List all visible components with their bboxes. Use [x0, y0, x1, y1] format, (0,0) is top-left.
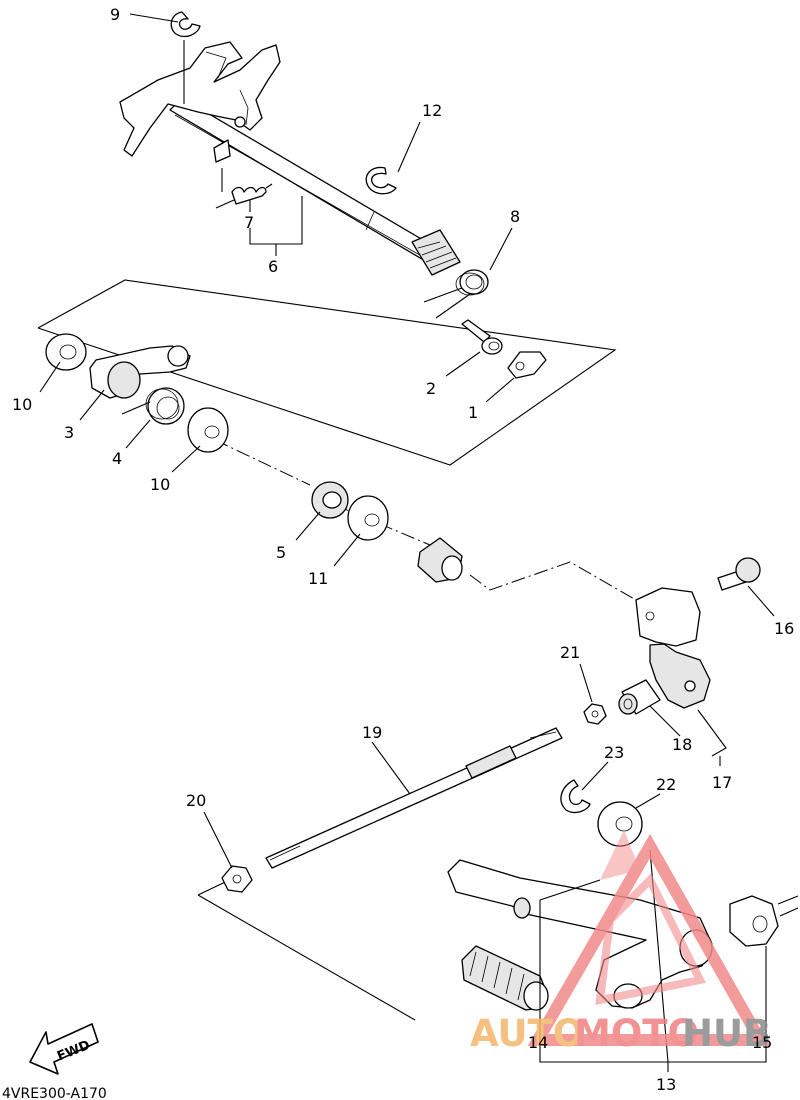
callout-21: 21 — [560, 643, 580, 662]
callout-7: 7 — [244, 213, 254, 232]
callout-18: 18 — [672, 735, 692, 754]
callout-1: 1 — [468, 403, 478, 422]
shift-arm — [119, 41, 281, 163]
rubber-pedal-14 — [461, 945, 549, 1011]
callout-20: 20 — [186, 791, 206, 810]
circlip-9 — [170, 11, 201, 38]
stopper-lever-3 — [89, 345, 191, 399]
shift-rod-19 — [265, 727, 563, 869]
callout-11: 11 — [308, 569, 328, 588]
shift-shaft — [169, 97, 461, 276]
circlip-12 — [365, 166, 397, 195]
watermark-moto: MOTO — [574, 1012, 699, 1055]
seal-5 — [311, 481, 349, 519]
spring-4 — [121, 387, 185, 425]
callout-3: 3 — [64, 423, 74, 442]
diagram-code: 4VRE300-A170 — [2, 1086, 107, 1100]
group-frame-upper — [37, 279, 617, 466]
group-frame-lower — [197, 874, 416, 1021]
callout-22: 22 — [656, 775, 676, 794]
bolt-16 — [717, 557, 761, 591]
callouts: 9 12 8 7 6 2 1 10 3 4 10 5 11 21 16 18 1… — [12, 5, 794, 1094]
callout-2: 2 — [426, 379, 436, 398]
callout-23: 23 — [604, 743, 624, 762]
callout-10a: 10 — [12, 395, 32, 414]
pin-2 — [461, 319, 503, 355]
callout-12: 12 — [422, 101, 442, 120]
callout-4: 4 — [112, 449, 122, 468]
watermark: AUTO MOTO HUB — [470, 830, 771, 1055]
callout-10b: 10 — [150, 475, 170, 494]
spring-small — [215, 183, 273, 209]
collar-1 — [507, 351, 547, 379]
washer-11 — [347, 495, 389, 541]
watermark-hub: HUB — [682, 1012, 771, 1055]
callout-19: 19 — [362, 723, 382, 742]
callout-6: 6 — [268, 257, 278, 276]
callout-15: 15 — [752, 1033, 772, 1052]
nut-20 — [221, 865, 253, 893]
rod-end-15 — [729, 895, 799, 947]
fwd-arrow-icon: FWD — [29, 1023, 99, 1075]
ball-joint-18 — [618, 679, 661, 715]
callout-13: 13 — [656, 1075, 676, 1094]
leader-lines — [39, 13, 775, 1072]
callout-17: 17 — [712, 773, 732, 792]
shaft-end — [417, 537, 463, 583]
circlip-23 — [560, 779, 591, 814]
clamp-arm-17 — [635, 587, 711, 709]
callout-16: 16 — [774, 619, 794, 638]
shaft-centerline — [214, 439, 637, 601]
nut-21 — [583, 703, 607, 725]
watermark-auto: AUTO — [470, 1012, 584, 1055]
callout-8: 8 — [510, 207, 520, 226]
callout-9: 9 — [110, 5, 120, 24]
callout-14: 14 — [528, 1033, 548, 1052]
washer-10a — [45, 333, 87, 371]
watermark-triangle-icon — [527, 833, 771, 1046]
return-spring-8 — [423, 269, 489, 319]
callout-5: 5 — [276, 543, 286, 562]
washer-10b — [187, 407, 229, 453]
